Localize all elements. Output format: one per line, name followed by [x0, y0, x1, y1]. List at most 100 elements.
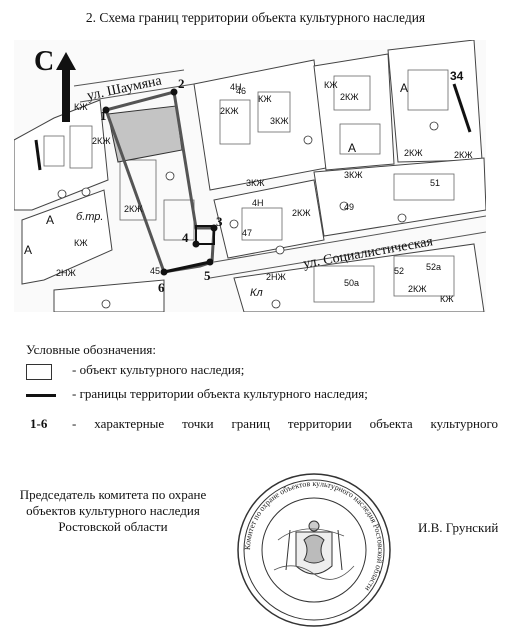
- block-label: 34: [450, 69, 464, 83]
- block-label: 2НЖ: [266, 272, 287, 282]
- street-edge: [209, 231, 486, 279]
- house-marker: [57, 189, 67, 199]
- building: [69, 125, 93, 169]
- block-label: КЖ: [440, 294, 454, 304]
- legend-object-swatch: [26, 364, 52, 380]
- signatory-name: И.В. Грунский: [418, 520, 499, 535]
- block-label: 3КЖ: [246, 178, 265, 188]
- city-block: [233, 243, 485, 312]
- north-arrow-icon: [56, 52, 76, 122]
- block-label: 4Н: [230, 82, 242, 92]
- block-label: 45: [150, 266, 160, 276]
- block-label: А: [46, 213, 54, 227]
- block-label: КЖ: [258, 94, 272, 104]
- city-block: [313, 157, 486, 237]
- legend-boundary-swatch: [26, 394, 56, 397]
- city-block: [53, 279, 165, 312]
- house-marker: [229, 219, 239, 229]
- building: [393, 173, 455, 201]
- block-label: 2КЖ: [220, 106, 239, 116]
- block-label: 46: [236, 86, 246, 96]
- boundary-point-5: [206, 258, 214, 266]
- block-label: 2КЖ: [404, 148, 423, 158]
- point-label-6: 6: [158, 280, 165, 295]
- street-edge: [73, 69, 185, 87]
- point-label-3: 3: [216, 214, 223, 229]
- block-label: б.тр.: [76, 211, 103, 223]
- block-label: А: [24, 243, 32, 257]
- building: [339, 123, 381, 155]
- block-label: А: [348, 141, 356, 155]
- legend-points-text: - характерные точки границ территории об…: [72, 416, 498, 431]
- seal-scribble-icon: [273, 528, 355, 580]
- block-label: КЖ: [324, 80, 338, 90]
- city-block: [213, 179, 325, 259]
- block-label: КЖ: [74, 102, 88, 112]
- block-label: 52а: [426, 262, 441, 272]
- city-block: [14, 99, 109, 211]
- building: [241, 207, 283, 241]
- boundary-map: С ул. Шаумяна ул. Социалистическая 1 2 3…: [14, 40, 486, 312]
- block-label: 2КЖ: [92, 136, 111, 146]
- house-marker: [429, 121, 439, 131]
- block-label: 2КЖ: [292, 208, 311, 218]
- point-label-5: 5: [204, 268, 211, 283]
- neighbor-boundary-segment: [452, 83, 472, 133]
- point-label-2: 2: [178, 76, 185, 91]
- neighbor-boundary-segment: [34, 139, 42, 171]
- block-label: 2НЖ: [56, 268, 77, 278]
- building: [257, 91, 291, 133]
- block-label: 2КЖ: [124, 204, 143, 214]
- block-label: 52: [394, 266, 404, 276]
- block-label: 3КЖ: [270, 116, 289, 126]
- block-label: 49: [344, 202, 354, 212]
- house-marker: [275, 245, 285, 255]
- house-marker: [271, 299, 281, 309]
- building: [119, 159, 157, 221]
- block-label: А: [400, 81, 408, 95]
- block-label: 2КЖ: [454, 150, 473, 160]
- house-marker: [397, 213, 407, 223]
- boundary-point-2: [170, 88, 178, 96]
- block-label: 2КЖ: [340, 92, 359, 102]
- block-label: 4Н: [252, 198, 264, 208]
- house-marker: [303, 135, 313, 145]
- house-marker: [339, 201, 349, 211]
- building: [407, 69, 449, 111]
- page-title: 2. Схема границ территории объекта культ…: [85, 10, 426, 25]
- point-label-4: 4: [182, 230, 189, 245]
- building: [393, 255, 455, 297]
- legend-boundary-text: - границы территории объекта культурного…: [72, 386, 368, 401]
- block-label: КЖ: [74, 238, 88, 248]
- boundary-point-4: [192, 240, 200, 248]
- territory-boundary-south: [163, 260, 211, 274]
- point-label-1: 1: [100, 108, 107, 123]
- house-marker: [81, 187, 91, 197]
- block-label: 51: [430, 178, 440, 188]
- coat-of-arms-icon: [285, 520, 343, 575]
- legend-row-boundary: - границы территории объекта культурного…: [26, 386, 496, 404]
- block-label: 2КЖ: [408, 284, 427, 294]
- legend-heading: Условные обозначения:: [26, 342, 157, 357]
- boundary-point-3: [210, 224, 218, 232]
- house-marker: [165, 171, 175, 181]
- block-label: Кл: [250, 287, 263, 299]
- legend-object-text: - объект культурного наследия;: [72, 362, 245, 377]
- house-marker: [101, 299, 111, 309]
- building: [219, 99, 251, 145]
- signatory-title: Председатель комитета по охране объектов…: [19, 487, 207, 534]
- official-seal: Комитет по охране объектов культурного н…: [237, 473, 391, 627]
- boundary-point-1: [102, 106, 110, 114]
- boundary-point-6: [160, 268, 168, 276]
- city-block: [387, 40, 483, 163]
- building: [313, 265, 375, 303]
- block-label: 50а: [344, 278, 359, 288]
- territory-boundary-corner: [195, 225, 215, 245]
- legend-row-object: - объект культурного наследия;: [26, 362, 496, 380]
- building: [333, 75, 371, 111]
- legend-points-number: 1-6: [30, 416, 48, 431]
- street-edge: [79, 83, 195, 103]
- block-label: 3КЖ: [344, 170, 363, 180]
- north-label: С: [34, 46, 54, 77]
- block-label: 47: [242, 228, 252, 238]
